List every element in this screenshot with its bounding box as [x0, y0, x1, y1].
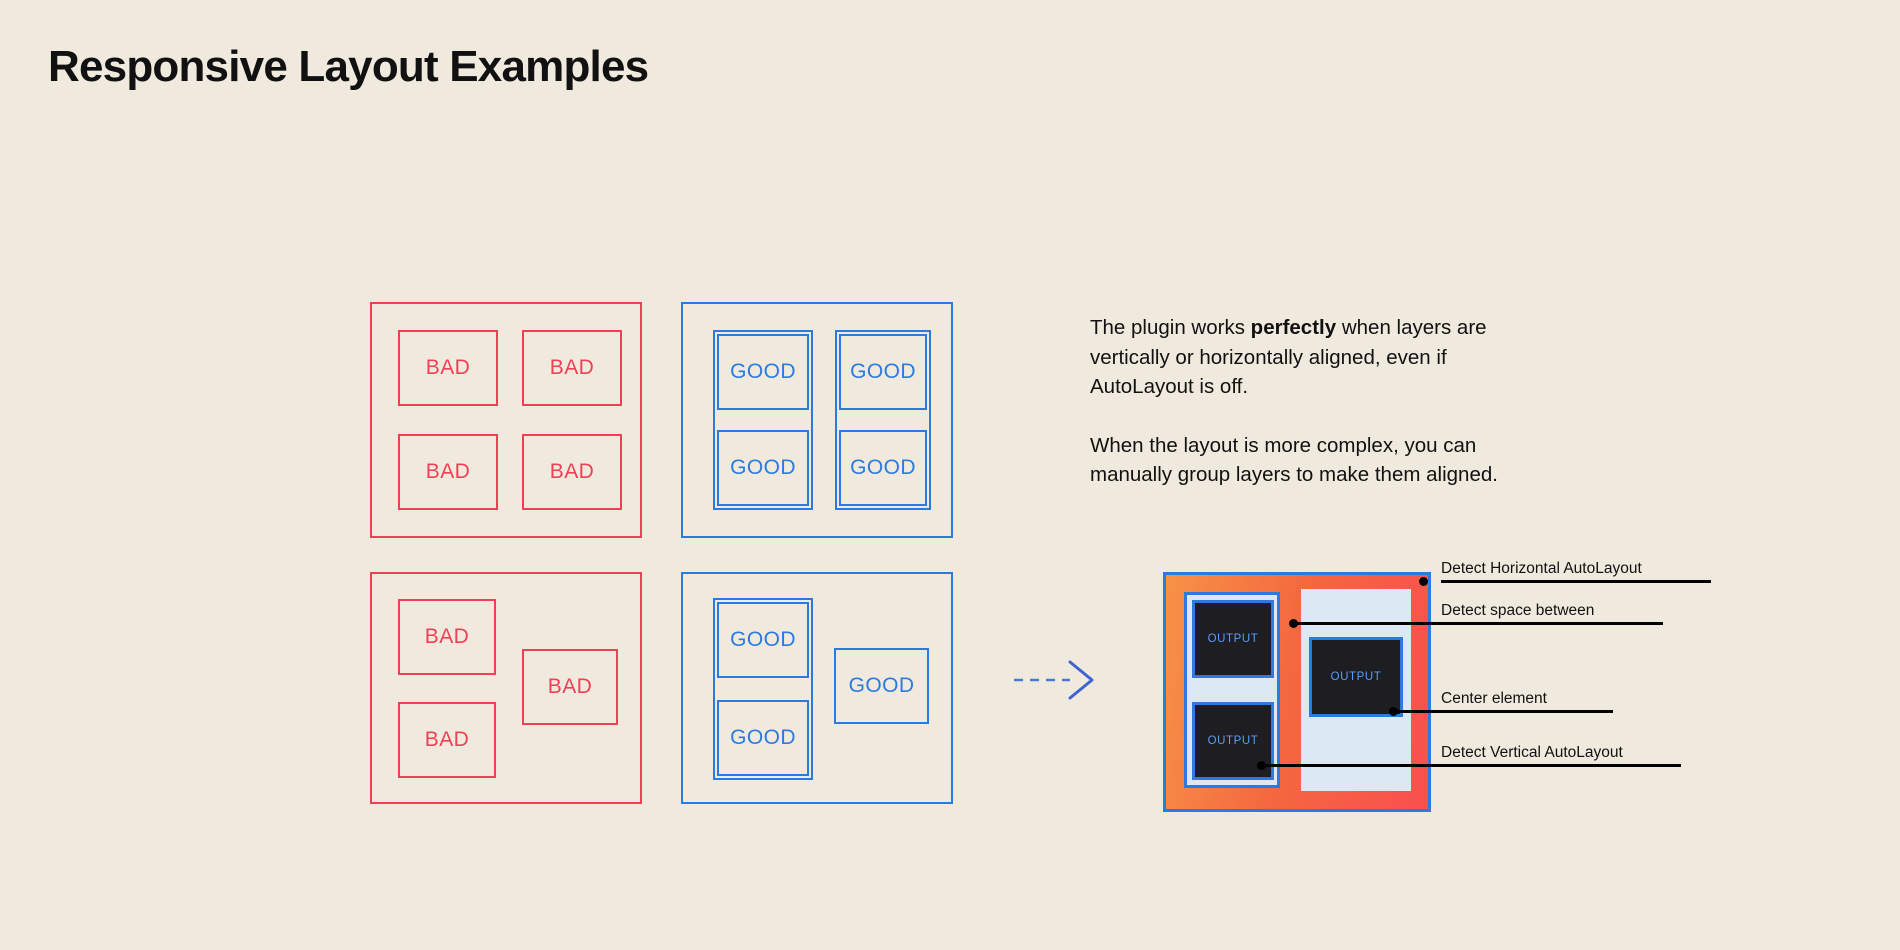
- paragraph-1-prefix: The plugin works: [1090, 316, 1251, 339]
- example-panel-good-grid: GOOD GOOD GOOD GOOD: [681, 302, 953, 538]
- callout-anchor-dot: [1289, 619, 1298, 628]
- cell-label: BAD: [425, 356, 471, 379]
- callout-anchor-dot: [1389, 707, 1398, 716]
- figure-left-group: OUTPUT OUTPUT: [1184, 592, 1280, 788]
- cell-label: GOOD: [850, 456, 916, 479]
- description-text: The plugin works perfectly when layers a…: [1090, 313, 1550, 490]
- example-cell-good: GOOD: [834, 648, 929, 724]
- layer-group-wrapper: [835, 330, 931, 510]
- callout-detect-space-between: Detect space between: [1289, 593, 1663, 628]
- callout-leader-line: [1293, 622, 1663, 625]
- example-cell-good: GOOD: [717, 700, 809, 776]
- paragraph-1-emphasis: perfectly: [1250, 316, 1337, 339]
- cell-label: BAD: [547, 675, 593, 698]
- layer-group-wrapper: [713, 598, 813, 780]
- cell-label: GOOD: [850, 360, 916, 383]
- example-panel-bad-complex: BAD BAD BAD: [370, 572, 642, 804]
- output-label: OUTPUT: [1207, 633, 1259, 645]
- figure-right-column: OUTPUT: [1301, 589, 1411, 791]
- callout-detect-horizontal-autolayout: Detect Horizontal AutoLayout: [1419, 551, 1711, 586]
- callout-center-element: Center element: [1389, 681, 1613, 716]
- example-cell-good: GOOD: [839, 334, 927, 410]
- callout-anchor-dot: [1419, 577, 1428, 586]
- cell-label: BAD: [424, 625, 470, 648]
- example-panel-bad-grid: BAD BAD BAD BAD: [370, 302, 642, 538]
- example-cell-good: GOOD: [717, 430, 809, 506]
- example-cell-bad: BAD: [522, 434, 622, 510]
- callout-detect-vertical-autolayout: Detect Vertical AutoLayout: [1257, 735, 1681, 770]
- figure-output-box: OUTPUT: [1192, 600, 1274, 678]
- description-paragraph-1: The plugin works perfectly when layers a…: [1090, 313, 1550, 402]
- cell-label: GOOD: [730, 726, 796, 749]
- example-cell-bad: BAD: [522, 649, 618, 725]
- callout-leader-line: [1261, 764, 1681, 767]
- callout-label: Detect space between: [1441, 602, 1595, 619]
- cell-label: BAD: [549, 356, 595, 379]
- example-cell-bad: BAD: [522, 330, 622, 406]
- callout-label: Detect Vertical AutoLayout: [1441, 744, 1623, 761]
- cell-label: BAD: [424, 728, 470, 751]
- callout-leader-line: [1441, 580, 1711, 583]
- output-label: OUTPUT: [1207, 735, 1259, 747]
- dashed-arrow-right-icon: [1012, 660, 1098, 700]
- output-label: OUTPUT: [1330, 671, 1382, 683]
- cell-label: GOOD: [730, 456, 796, 479]
- description-paragraph-2: When the layout is more complex, you can…: [1090, 433, 1498, 487]
- example-panel-good-complex: GOOD GOOD GOOD: [681, 572, 953, 804]
- cell-label: GOOD: [848, 674, 915, 697]
- callout-label: Detect Horizontal AutoLayout: [1441, 560, 1642, 577]
- cell-label: BAD: [425, 460, 471, 483]
- page-title: Responsive Layout Examples: [48, 42, 649, 91]
- example-cell-bad: BAD: [398, 434, 498, 510]
- cell-label: GOOD: [730, 628, 796, 651]
- example-cell-good: GOOD: [717, 602, 809, 678]
- example-cell-good: GOOD: [839, 430, 927, 506]
- autolayout-detection-figure: OUTPUT OUTPUT OUTPUT: [1163, 572, 1431, 812]
- figure-output-box: OUTPUT: [1309, 637, 1403, 717]
- paragraph-1-suffix: when layers are vertically or horizontal…: [1090, 316, 1487, 398]
- callout-leader-line: [1393, 710, 1613, 713]
- callout-anchor-dot: [1257, 761, 1266, 770]
- layer-group-wrapper: [713, 330, 813, 510]
- example-cell-bad: BAD: [398, 330, 498, 406]
- example-cell-good: GOOD: [717, 334, 809, 410]
- example-cell-bad: BAD: [398, 702, 496, 778]
- cell-label: GOOD: [730, 360, 796, 383]
- cell-label: BAD: [549, 460, 595, 483]
- callout-label: Center element: [1441, 690, 1547, 707]
- example-cell-bad: BAD: [398, 599, 496, 675]
